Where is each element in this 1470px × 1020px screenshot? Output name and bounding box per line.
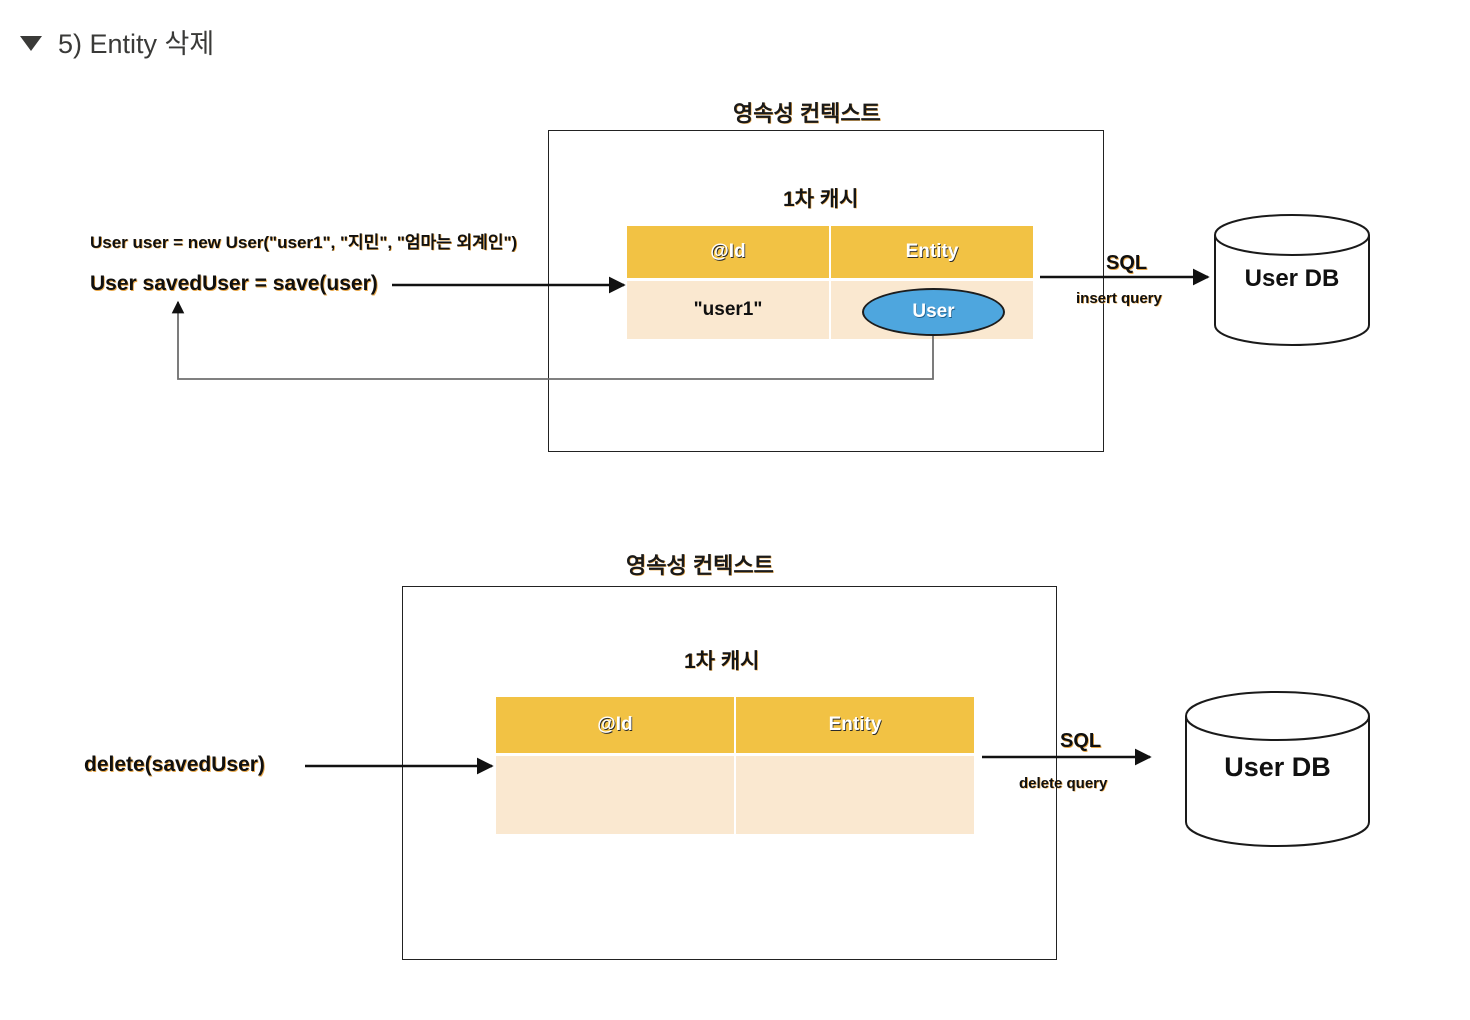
- cache-cell-entity-delete: [736, 756, 974, 834]
- entity-ellipse-user[interactable]: User: [862, 288, 1005, 336]
- persistence-context-title-delete: 영속성 컨텍스트: [626, 553, 774, 578]
- user-db-label-save: User DB: [1244, 265, 1340, 292]
- cache-table-row-delete: [496, 753, 974, 834]
- cache-table-header-id-save: @Id: [627, 226, 831, 278]
- cylinder-shape-icon: [1214, 213, 1370, 347]
- user-db-cylinder-delete: User DB: [1184, 690, 1371, 848]
- triangle-down-icon[interactable]: [20, 36, 42, 51]
- user-db-label-delete: User DB: [1224, 752, 1331, 782]
- cache-table-delete: @Id Entity: [496, 697, 974, 834]
- first-level-cache-title-delete: 1차 캐시: [684, 650, 760, 673]
- cache-table-header-row-delete: @Id Entity: [496, 697, 974, 753]
- cache-cell-id-save: "user1": [627, 281, 831, 339]
- sql-label-delete: SQL: [1060, 730, 1102, 752]
- delete-call-label: delete(savedUser): [84, 753, 265, 776]
- cache-table-header-entity-delete: Entity: [828, 714, 882, 735]
- code-line-save-call: User savedUser = save(user): [90, 272, 378, 295]
- insert-query-label: insert query: [1076, 290, 1162, 307]
- cache-table-header-row-save: @Id Entity: [627, 226, 1033, 278]
- cache-table-header-entity-save: Entity: [905, 241, 959, 262]
- delete-query-label: delete query: [1019, 775, 1108, 792]
- persistence-context-title-save: 영속성 컨텍스트: [733, 101, 881, 126]
- cache-table-header-id-delete: @Id: [496, 697, 736, 753]
- page-heading: 5) Entity 삭제: [20, 22, 214, 61]
- user-db-cylinder-save: User DB: [1213, 213, 1371, 347]
- code-line-new-user: User user = new User("user1", "지민", "엄마는…: [90, 233, 518, 252]
- page-title: 5) Entity 삭제: [58, 29, 215, 59]
- cache-cell-id-delete: [496, 756, 736, 834]
- first-level-cache-title-save: 1차 캐시: [783, 188, 859, 211]
- sql-label-insert: SQL: [1106, 252, 1148, 274]
- cylinder-shape-icon: [1185, 690, 1370, 848]
